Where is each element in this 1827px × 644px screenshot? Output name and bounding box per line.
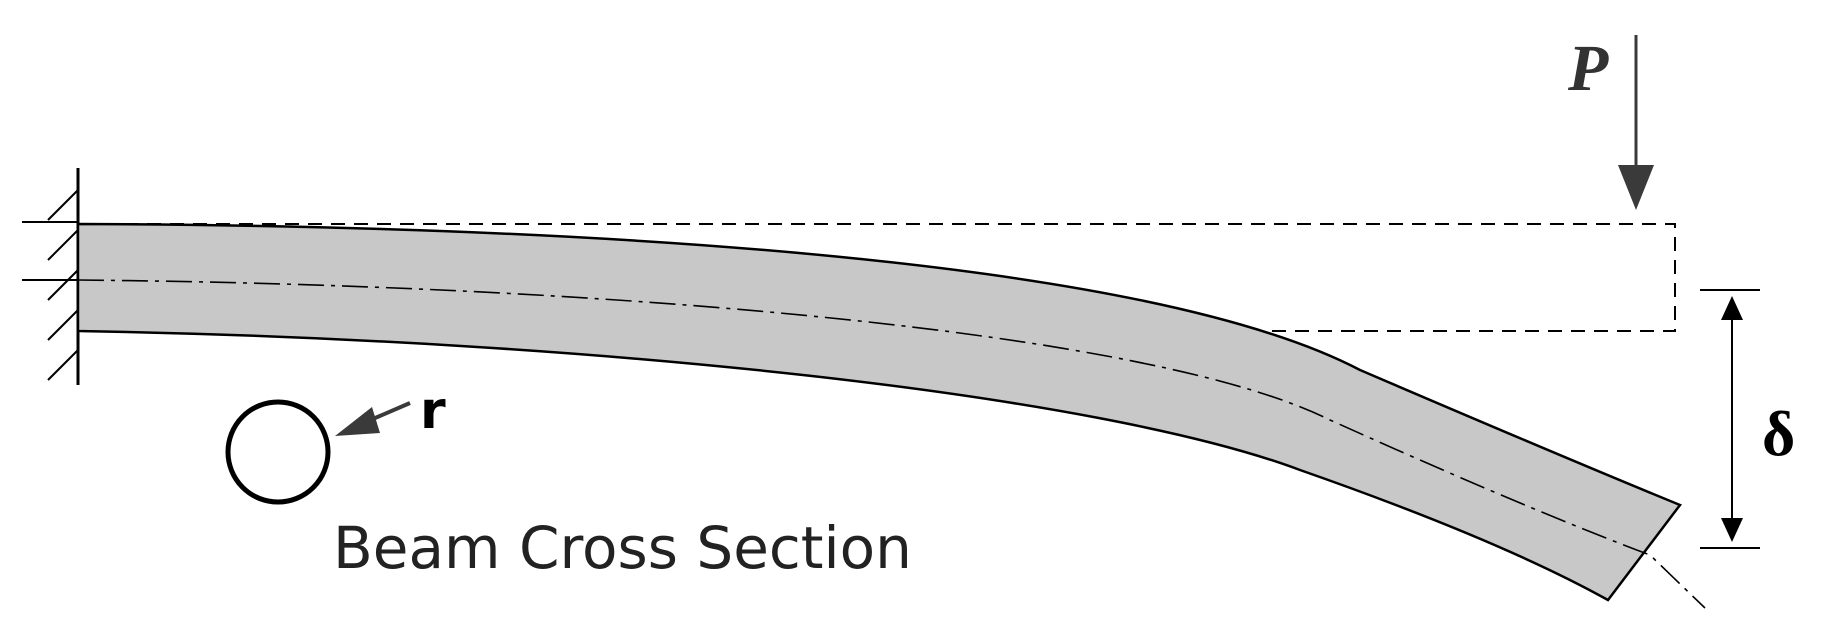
beam-centerline: [77, 279, 1706, 609]
load-label: P: [1567, 32, 1609, 105]
fixed-wall-support: [22, 168, 80, 385]
deflection-dimension: [1700, 289, 1760, 549]
radius-label: r: [420, 381, 446, 441]
load-arrow: [1618, 35, 1654, 210]
cross-section-circle: [225, 399, 331, 505]
deflection-label: δ: [1762, 398, 1795, 469]
cross-section-label: Beam Cross Section: [333, 514, 912, 582]
radius-arrow: [335, 401, 411, 436]
